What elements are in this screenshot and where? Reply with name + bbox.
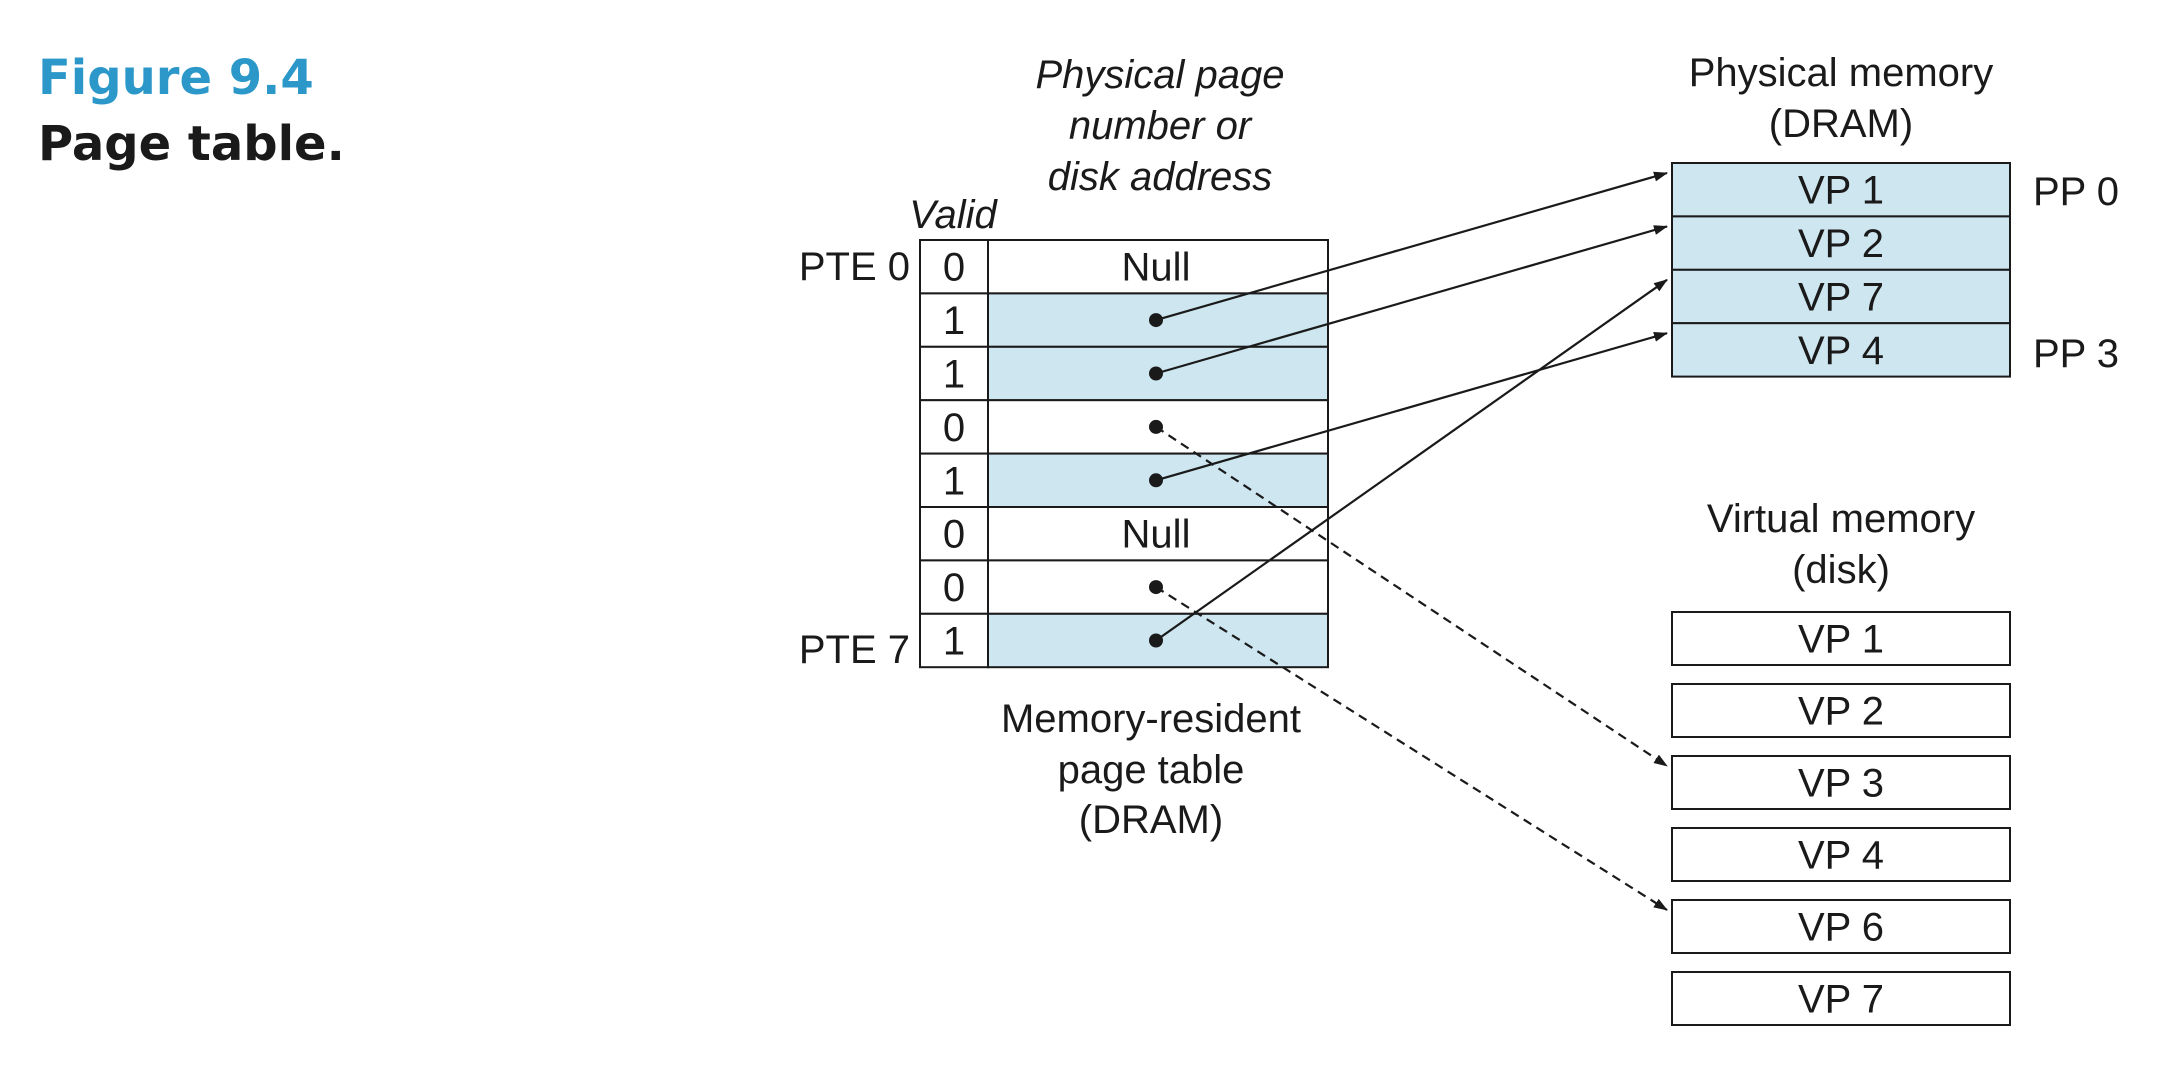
virtual-page-label: VP 6 bbox=[1798, 906, 1884, 950]
pointer-dot bbox=[1149, 633, 1163, 648]
physical-page-label: VP 1 bbox=[1798, 169, 1884, 213]
valid-header: Valid bbox=[909, 193, 998, 237]
figure-title: Page table. bbox=[38, 116, 345, 172]
pte-valid-bit: 0 bbox=[943, 246, 965, 290]
pte-address-text: Null bbox=[1122, 513, 1191, 557]
physical-page bbox=[1671, 322, 2011, 378]
pte-last-label: PTE 7 bbox=[799, 628, 910, 672]
virtual-page-label: VP 3 bbox=[1798, 762, 1884, 806]
pointer-dot bbox=[1149, 419, 1163, 434]
ppn-header-line-2: number or bbox=[1069, 104, 1253, 148]
disk-pointer-arrow bbox=[1155, 425, 1668, 767]
pte-valid-bit: 1 bbox=[943, 620, 965, 664]
physical-page-label: VP 2 bbox=[1798, 222, 1884, 266]
pte-first-label: PTE 0 bbox=[799, 245, 910, 289]
virtual-page-label: VP 1 bbox=[1798, 618, 1884, 662]
pte-valid-cell bbox=[919, 399, 989, 455]
virtual-page-label: VP 4 bbox=[1798, 834, 1884, 878]
pte-valid-cell bbox=[919, 559, 989, 615]
physical-memory-title-line-1: Physical memory bbox=[1689, 51, 1994, 95]
virtual-memory-title-line-2: (disk) bbox=[1792, 548, 1890, 592]
virtual-page bbox=[1671, 971, 2011, 1026]
pte-valid-cell bbox=[919, 345, 989, 402]
page-table-caption-line-3: (DRAM) bbox=[1079, 798, 1223, 842]
pointer-dot bbox=[1149, 313, 1163, 328]
virtual-page bbox=[1671, 611, 2011, 666]
ppn-header-line-3: disk address bbox=[1048, 155, 1273, 199]
virtual-page bbox=[1671, 683, 2011, 738]
pte-valid-bit: 1 bbox=[943, 353, 965, 397]
pointer-dot bbox=[1149, 473, 1163, 488]
pte-valid-bit: 1 bbox=[943, 299, 965, 343]
pointer-arrows bbox=[1149, 171, 1668, 911]
physical-memory-title-line-2: (DRAM) bbox=[1769, 102, 1913, 146]
virtual-memory-title-line-1: Virtual memory bbox=[1707, 497, 1975, 541]
physical-pointer-arrow bbox=[1155, 171, 1668, 322]
pte-address-text: Null bbox=[1122, 246, 1191, 290]
virtual-page-label: VP 7 bbox=[1798, 978, 1884, 1022]
physical-page bbox=[1671, 268, 2011, 325]
physical-page-label: VP 7 bbox=[1798, 276, 1884, 320]
page-table-caption-line-2: page table bbox=[1058, 748, 1245, 792]
pte-address-cell bbox=[987, 239, 1329, 295]
pointer-dot bbox=[1149, 366, 1163, 381]
pte-valid-bit: 0 bbox=[943, 513, 965, 557]
virtual-page bbox=[1671, 899, 2011, 954]
page-table-caption-line-1: Memory-resident bbox=[1001, 697, 1301, 741]
virtual-page-label: VP 2 bbox=[1798, 690, 1884, 734]
ppn-header-line-1: Physical page bbox=[1035, 53, 1284, 97]
physical-memory: VP 1 VP 2 VP 7 VP 4 bbox=[1671, 162, 2011, 378]
virtual-page bbox=[1671, 827, 2011, 882]
pp-last-label: PP 3 bbox=[2033, 332, 2119, 376]
pp-first-label: PP 0 bbox=[2033, 170, 2119, 214]
physical-page bbox=[1671, 215, 2011, 271]
physical-pointer-arrow bbox=[1155, 278, 1668, 642]
figure-label: Figure 9.4 bbox=[38, 50, 314, 106]
pte-valid-bit: 1 bbox=[943, 459, 965, 503]
pte-valid-bit: 0 bbox=[943, 406, 965, 450]
physical-page-label: VP 4 bbox=[1798, 329, 1884, 373]
physical-pointer-arrow bbox=[1155, 331, 1668, 482]
physical-page bbox=[1671, 162, 2011, 218]
virtual-memory: VP 1 VP 2 VP 3 VP 4 VP 6 VP 7 bbox=[1671, 611, 2011, 1026]
virtual-page bbox=[1671, 755, 2011, 810]
physical-pointer-arrow bbox=[1155, 225, 1668, 375]
pointer-dot bbox=[1149, 580, 1163, 595]
pte-valid-bit: 0 bbox=[943, 566, 965, 610]
pte-address-cell bbox=[987, 506, 1329, 562]
disk-pointer-arrow bbox=[1155, 586, 1668, 911]
